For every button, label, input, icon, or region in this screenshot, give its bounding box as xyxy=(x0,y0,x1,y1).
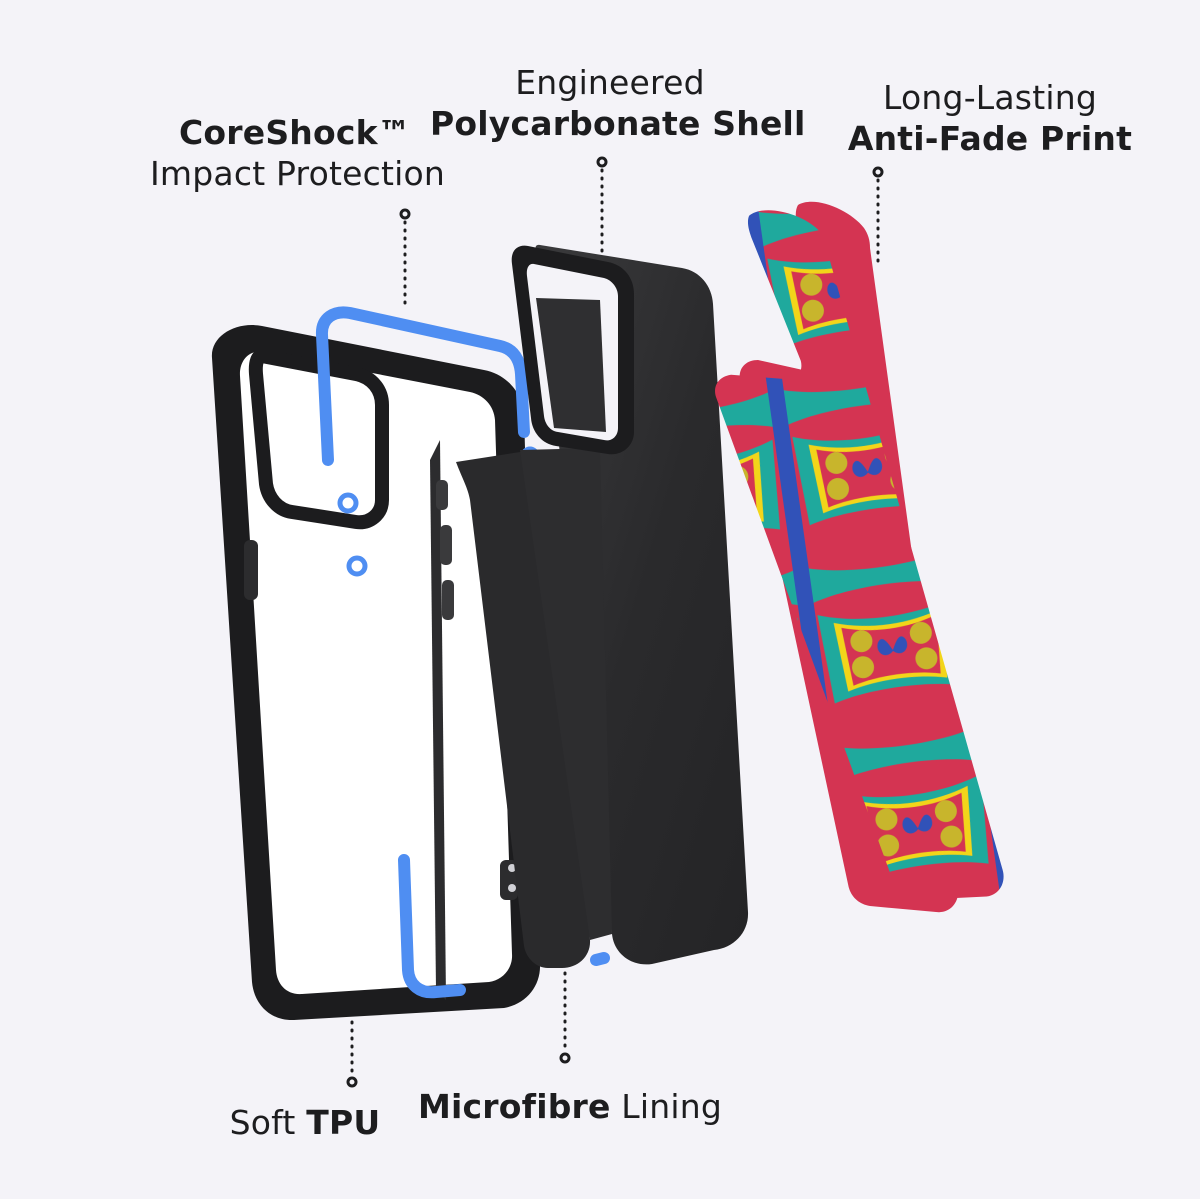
coreshock-frame xyxy=(316,306,610,999)
coreshock-leader-dot xyxy=(399,208,411,220)
coreshock-label-title: CoreShock™ xyxy=(179,113,411,152)
print-label-title: Anti-Fade Print xyxy=(847,119,1133,158)
tpu-bumper xyxy=(211,325,541,1021)
shell-label-sub: Engineered xyxy=(515,63,705,102)
shell-leader-dot xyxy=(596,156,608,168)
polycarbonate-shell xyxy=(511,244,749,965)
shell-label: Engineered Polycarbonate Shell xyxy=(430,62,806,144)
lining-leader-dot xyxy=(559,1052,571,1064)
lining-label: Microfibre Lining xyxy=(410,1086,730,1127)
shell-label-title: Polycarbonate Shell xyxy=(430,104,806,143)
print-label: Long-Lasting Anti-Fade Print xyxy=(840,77,1140,159)
tpu-label: Soft TPU xyxy=(210,1102,400,1143)
print-leader-dot xyxy=(872,166,884,178)
tpu-label-sub: Soft xyxy=(229,1103,296,1142)
coreshock-label-sub: Impact Protection xyxy=(150,154,445,193)
lining-label-title: Microfibre xyxy=(417,1087,611,1126)
tpu-leader-dot xyxy=(346,1076,358,1088)
coreshock-label: CoreShock™ Impact Protection xyxy=(150,112,445,194)
lining-label-sub: Lining xyxy=(621,1087,722,1126)
tpu-label-title: TPU xyxy=(306,1103,381,1142)
print-label-sub: Long-Lasting xyxy=(883,78,1097,117)
